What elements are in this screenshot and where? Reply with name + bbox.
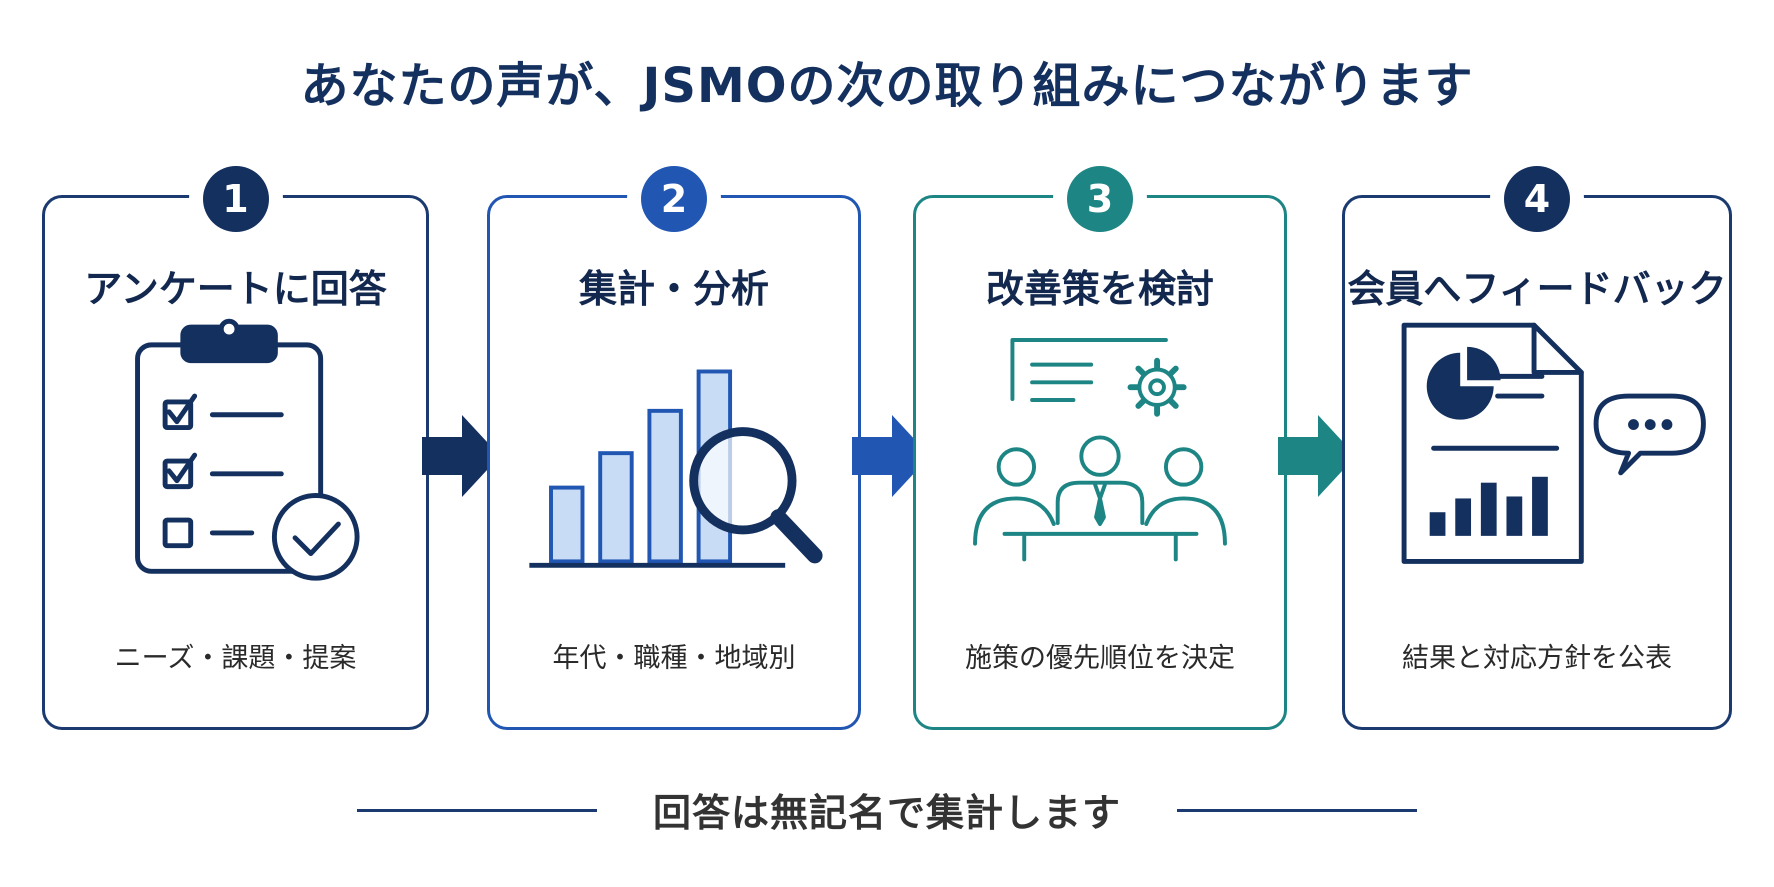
right-arrow-icon	[422, 415, 500, 497]
footer-divider-right	[1177, 809, 1417, 812]
bar-chart-magnifier-icon	[529, 369, 823, 568]
clipboard-checklist-icon	[135, 318, 360, 581]
right-arrow-icon	[1278, 415, 1356, 497]
step-description: ニーズ・課題・提案	[114, 643, 357, 674]
report-speech-bubble-icon	[1401, 322, 1706, 564]
step-description: 結果と対応方針を公表	[1402, 643, 1672, 674]
step-title: 集計・分析	[578, 267, 769, 311]
step-title: 改善策を検討	[985, 267, 1214, 311]
step-number-badge: 3	[1067, 166, 1133, 232]
meeting-gear-icon	[973, 338, 1227, 562]
step-description: 施策の優先順位を決定	[965, 643, 1235, 674]
footer-note: 回答は無記名で集計します	[652, 791, 1121, 835]
step-card-1: 1 アンケートに回答 ニーズ・課題・提案	[42, 166, 429, 730]
step-number-badge: 4	[1504, 166, 1570, 232]
step-title: アンケートに回答	[84, 267, 387, 311]
step-description: 年代・職種・地域別	[552, 643, 796, 674]
step-number-badge: 2	[641, 166, 707, 232]
right-arrow-icon	[852, 415, 930, 497]
page-title: あなたの声が、JSMOの次の取り組みにつながります	[300, 58, 1474, 114]
step-card-2: 2 集計・分析 年代・職種・地域別	[487, 166, 861, 730]
step-card-4: 4 会員へフィードバック 結果と対応方針を公表	[1342, 166, 1732, 730]
footer-divider-left	[357, 809, 597, 812]
step-number-badge: 1	[202, 166, 269, 232]
step-card-3: 3 改善策を検討 施策の優先順位を決定	[913, 166, 1287, 730]
step-title: 会員へフィードバック	[1347, 267, 1727, 311]
